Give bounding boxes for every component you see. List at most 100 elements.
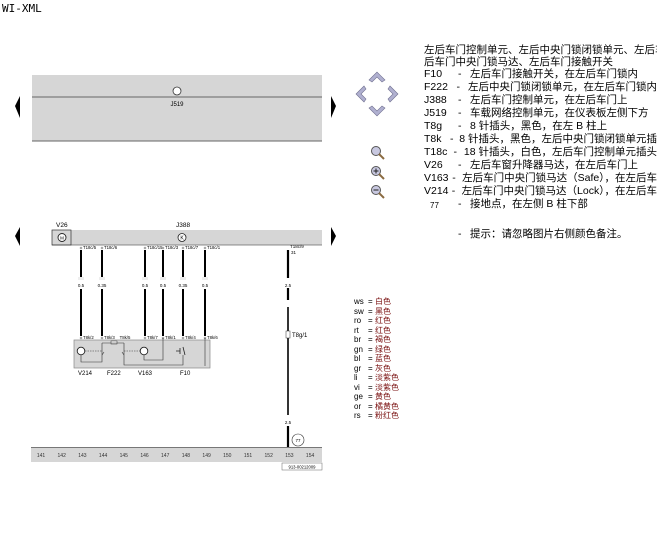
component-label: F222 [107,371,121,377]
legend-desc: 左后中央门锁闭锁单元，在左后车门锁内 [468,81,657,93]
ground-point-label: 77 [295,438,301,443]
component-legend: 左后车门控制单元、左后中央门锁闭锁单元、左后车 后车门中央门锁马达、左后车门接触… [424,44,657,240]
color-code: rt [354,325,359,335]
color-code: ro [354,316,362,325]
j519-label: J519 [170,102,184,108]
legend-hint: 提示：请忽略图片右侧颜色备注。 [470,228,628,240]
legend-heading-line1: 左后车门控制单元、左后中央门锁闭锁单元、左后车 [424,44,657,56]
zoom-fit-icon[interactable] [370,145,386,161]
v163-motor-icon [139,346,149,356]
scale-number: 152 [265,453,274,459]
color-key-item: gr=灰色 [354,363,391,373]
color-code: rs [354,411,361,420]
legend-desc: 接地点，在左侧 B 柱下部 [470,198,588,210]
color-name: 淡紫色 [375,373,399,382]
wire-top-connector-label: T18c/7 [185,245,199,250]
scale-number: 145 [120,453,129,459]
color-code: gn [354,344,363,354]
scale-number: 143 [78,453,87,459]
legend-desc: 18 针插头，白色，左后车门控制单元插头 [463,146,657,158]
legend-desc: 8 针插头，黑色，在左 B 柱上 [470,120,608,132]
wire-color-unreadable-mark [180,277,186,280]
wire-size-label: 0.35 [98,283,107,288]
legend-desc: 车载网络控制单元，在仪表板左侧下方 [470,107,649,119]
legend-code: F222 [424,81,448,93]
wire-color-unreadable-mark [78,277,84,280]
wire-color-unreadable-mark [160,277,166,280]
wire-top-connector-label: T18c/6 [104,245,118,250]
color-key-item: li=淡紫色 [354,373,399,382]
prev-page-arrow-icon[interactable] [15,96,20,118]
wire-size-label: 0.5 [78,283,85,288]
j388-strip: M K V26 J388 [51,222,322,246]
wire-bottom-connector-label: T8k/1 [165,335,176,340]
pan-control[interactable] [352,66,402,118]
color-code: bl [354,354,361,363]
wire-color-unreadable-mark [99,277,105,280]
color-key-item: rs=粉红色 [354,411,399,420]
t18c9-label: T18c/9 [290,244,304,249]
color-code: sw [354,306,364,316]
svg-text:K: K [180,236,184,242]
color-name: 灰色 [375,363,391,373]
prev-page-arrow-icon-2[interactable] [15,227,20,246]
zoom-out-icon[interactable] [370,184,386,200]
color-name: 淡紫色 [375,382,399,392]
scale-number: 146 [140,453,149,459]
legend-item: V214-左后车门中央门锁马达（Lock），在左后车 [424,185,657,197]
next-page-arrow-icon-2[interactable] [331,227,336,246]
scale-number: 154 [306,453,315,459]
legend-item: F222-左后中央门锁闭锁单元，在左后车门锁内 [424,81,657,93]
scale-number: 148 [182,453,191,459]
v26-motor-icon [57,233,67,242]
wire-bottom-connector-label: T8k/2 [83,335,94,340]
color-key-item: bl=蓝色 [354,354,391,363]
legend-item: V26-左后车窗升降器马达，在左后车门上 [424,159,638,171]
wire-color-unreadable-mark [142,277,148,280]
component-label: V163 [138,371,153,377]
legend-code: J388 [424,94,447,106]
legend-heading-line2: 后车门中央门锁马达、左后车门接触开关 [424,56,613,68]
wire-top-connector-label: T18c/1 [207,245,221,250]
legend-code: T8g [424,120,443,132]
color-code: ws [354,297,364,306]
legend-desc: 左后车门接触开关，在左后车门锁内 [470,68,638,80]
j388-k-icon [177,233,187,242]
color-name: 蓝色 [375,354,391,363]
wire-top-connector-label: T18c/3 [165,245,179,250]
pan-left-icon [355,85,367,103]
v26-label: V26 [56,222,68,229]
color-key-item: or=橘黄色 [354,401,399,411]
color-name: 白色 [375,297,391,306]
legend-code: F10 [424,68,443,80]
wire-size-label-2: 2.5 [285,420,292,425]
color-key-item: ws=白色 [354,297,391,306]
wire-size-label: 0.35 [179,283,188,288]
door-lock-unit-box [73,338,211,369]
scale-number: 150 [223,453,232,459]
t8g1-label: T8g/1 [292,333,308,339]
j519-panel: J519 [32,75,322,142]
legend-desc: 左后车门中央门锁马达（Safe），在左后车 [462,172,657,184]
k-circle-icon [172,86,182,96]
color-code: or [354,401,362,411]
legend-code: J519 [424,107,447,119]
color-key-item: ge=黄色 [354,392,391,401]
color-name: 橘黄色 [375,401,399,411]
legend-desc: 8 针插头，黑色，左后中央门锁闭锁单元插 [459,133,657,145]
legend-item: T8k-8 针插头，黑色，左后中央门锁闭锁单元插 [424,133,657,145]
zoom-in-icon[interactable] [370,165,386,181]
svg-text:M: M [60,236,64,241]
color-key-item: sw=黑色 [354,306,391,316]
ground-wire: T18c/9 31 2.5 T8g/1 2.5 77 [285,244,308,452]
color-code: br [354,335,362,344]
scale-number: 147 [161,453,170,459]
legend-ground-code: 77 [430,201,439,210]
next-page-arrow-icon[interactable] [331,96,336,118]
color-name: 红色 [375,316,391,325]
color-code: gr [354,363,362,373]
